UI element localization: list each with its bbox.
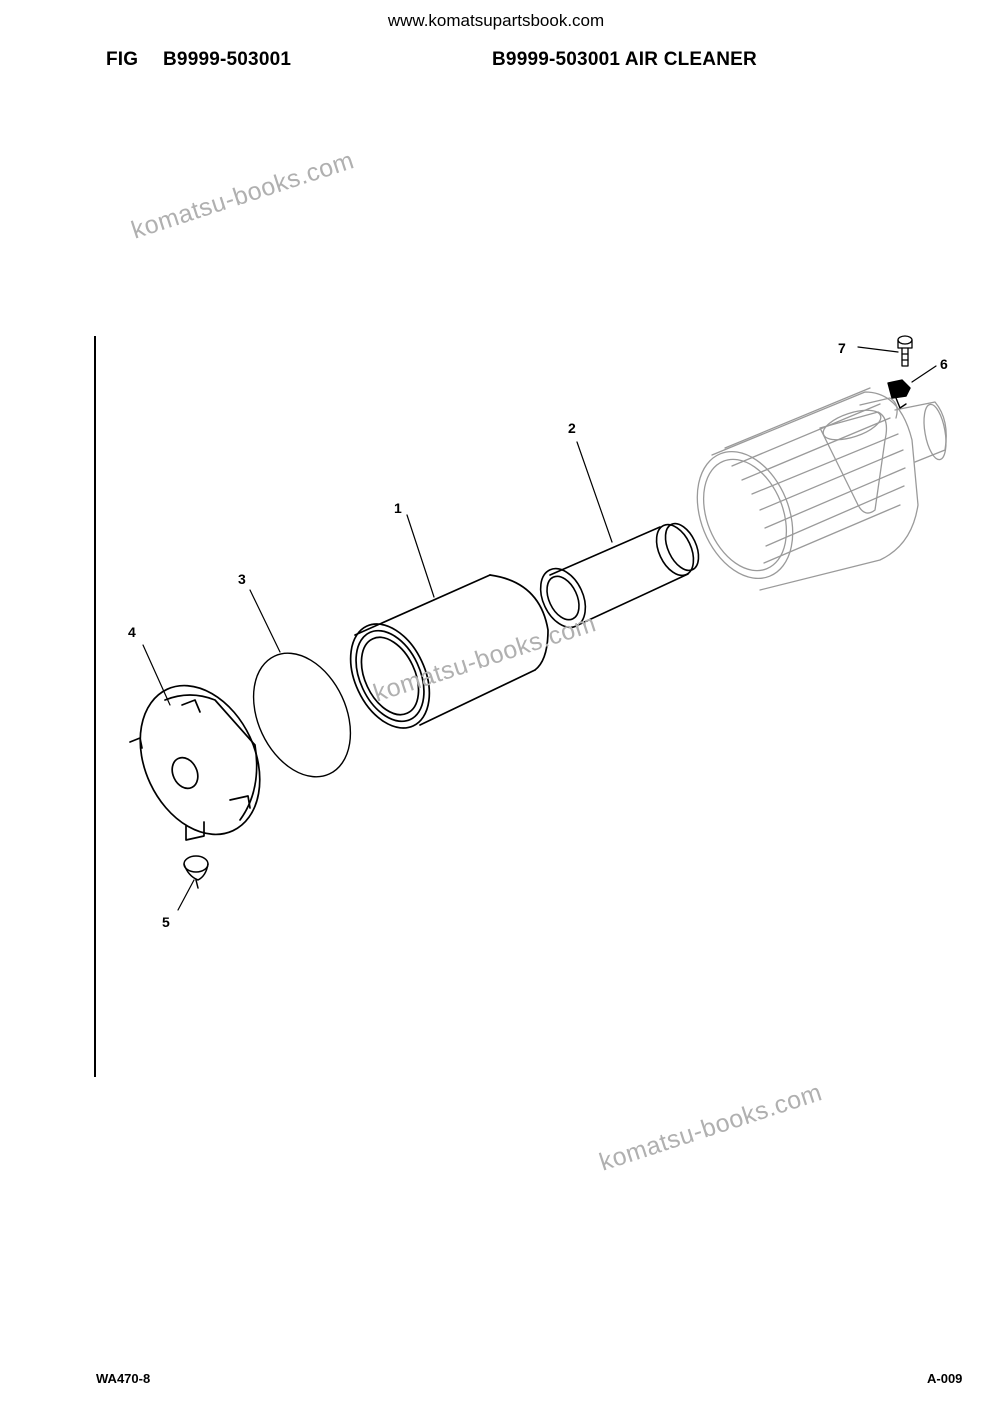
- callout-3: 3: [238, 571, 246, 587]
- air-cleaner-housing: [696, 387, 947, 591]
- part-7-bolt: [897, 335, 913, 367]
- callout-4: 4: [128, 624, 136, 640]
- leader-lines: [142, 346, 937, 911]
- callout-2: 2: [568, 420, 576, 436]
- watermark-bottom: komatsu-books.com: [596, 1078, 826, 1177]
- part-2-inner-element: [539, 522, 700, 629]
- callout-1: 1: [394, 500, 402, 516]
- site-url: www.komatsupartsbook.com: [387, 11, 605, 30]
- page-number: A-009: [927, 1371, 963, 1386]
- watermark-top: komatsu-books.com: [128, 146, 358, 245]
- fig-number: B9999-503001: [163, 49, 292, 70]
- callout-6: 6: [940, 356, 948, 372]
- exploded-parts-diagram: [129, 335, 947, 911]
- part-3-gasket: [252, 652, 352, 778]
- fig-label: FIG: [106, 49, 139, 70]
- part-5-valve: [183, 855, 209, 889]
- frame-border-line: [94, 336, 96, 1077]
- fig-name: B9999-503001 AIR CLEANER: [492, 49, 757, 70]
- machine-model: WA470-8: [96, 1371, 151, 1386]
- part-6-clip: [887, 379, 911, 409]
- part-1-primary-element: [349, 574, 549, 729]
- callout-5: 5: [162, 914, 170, 930]
- part-4-cover: [129, 684, 261, 841]
- callout-7: 7: [838, 340, 846, 356]
